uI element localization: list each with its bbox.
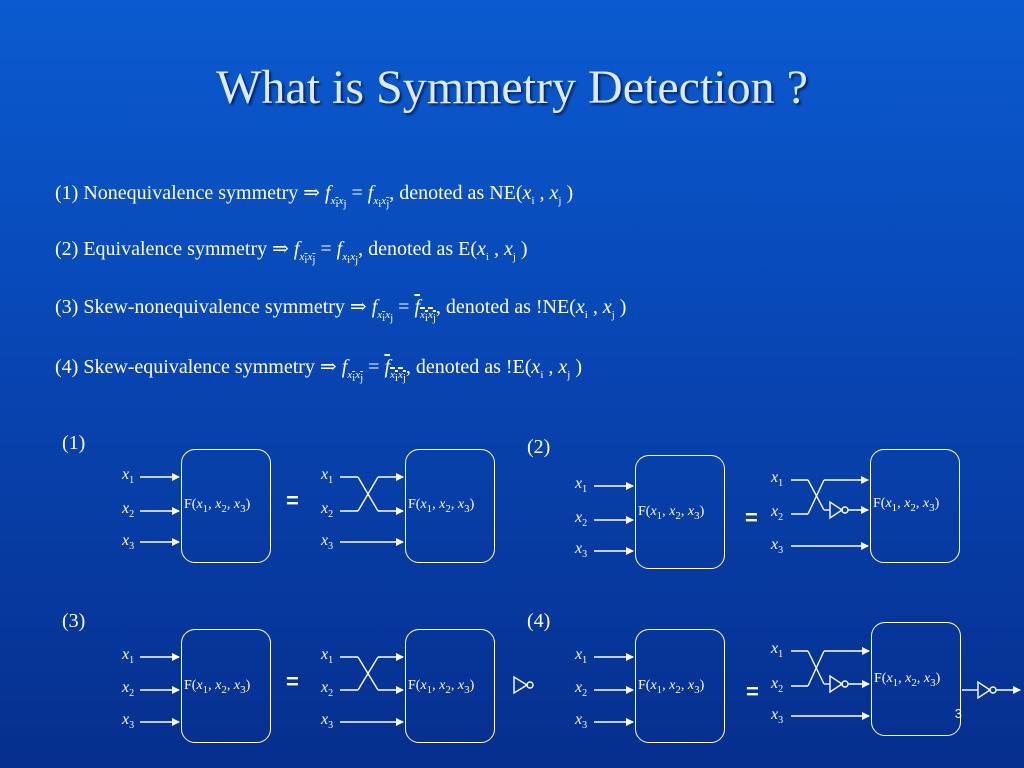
function-label: F(x1, x2, x3) bbox=[408, 678, 475, 696]
panel-label-4: (4) bbox=[527, 610, 551, 632]
implies-symbol: ⇒ bbox=[303, 182, 321, 204]
input-label: x1 bbox=[122, 466, 135, 487]
equals-sign: = bbox=[286, 669, 299, 694]
panel-label-2: (2) bbox=[527, 436, 551, 458]
equals-sign: = bbox=[745, 505, 758, 530]
panel-label-3: (3) bbox=[62, 610, 86, 632]
input-label: x3 bbox=[321, 532, 334, 553]
function-block bbox=[635, 455, 725, 569]
input-label: x3 bbox=[122, 711, 135, 732]
input-label: x3 bbox=[575, 540, 588, 561]
definition-2: (2) Equivalence symmetry ⇒ fxixj = fxixj… bbox=[55, 238, 528, 267]
input-label: x2 bbox=[321, 500, 334, 521]
definition-4-suffix: , denoted as !E( bbox=[405, 356, 532, 378]
definition-3: (3) Skew-nonequivalence symmetry ⇒ fxixj… bbox=[55, 296, 627, 325]
definition-1-suffix: , denoted as NE( bbox=[389, 182, 523, 204]
function-label: F(x1, x2, x3) bbox=[184, 497, 251, 515]
function-block bbox=[181, 629, 271, 743]
definition-4-prefix: (4) Skew-equivalence symmetry bbox=[55, 356, 315, 378]
input-label: x2 bbox=[771, 503, 784, 524]
function-block bbox=[405, 449, 495, 563]
function-label: F(x1, x2, x3) bbox=[874, 671, 941, 689]
input-label: x1 bbox=[321, 466, 334, 487]
input-label: x3 bbox=[575, 711, 588, 732]
input-label: x1 bbox=[771, 640, 784, 661]
page-number: 3 bbox=[954, 706, 962, 721]
function-label: F(x1, x2, x3) bbox=[184, 678, 251, 696]
input-label: x3 bbox=[771, 706, 784, 727]
equals-sign: = bbox=[286, 488, 299, 513]
input-label: x2 bbox=[771, 675, 784, 696]
input-label: x2 bbox=[122, 500, 135, 521]
input-label: x1 bbox=[575, 646, 588, 667]
input-label: x3 bbox=[122, 532, 135, 553]
definition-4: (4) Skew-equivalence symmetry ⇒ fxixj = … bbox=[55, 356, 582, 385]
function-label: F(x1, x2, x3) bbox=[408, 497, 475, 515]
slide-title: What is Symmetry Detection ? bbox=[216, 61, 808, 114]
input-label: x2 bbox=[122, 679, 135, 700]
input-label: x2 bbox=[575, 679, 588, 700]
definition-2-suffix: , denoted as E( bbox=[358, 238, 477, 260]
definition-2-prefix: (2) Equivalence symmetry bbox=[55, 238, 268, 260]
function-block bbox=[871, 622, 961, 736]
function-block bbox=[635, 629, 725, 743]
input-label: x1 bbox=[321, 646, 334, 667]
function-label: F(x1, x2, x3) bbox=[873, 496, 940, 514]
input-label: x2 bbox=[321, 679, 334, 700]
implies-symbol: ⇒ bbox=[272, 238, 289, 260]
input-label: x1 bbox=[771, 469, 784, 490]
input-label: x2 bbox=[575, 509, 588, 530]
implies-symbol: ⇒ bbox=[319, 356, 337, 378]
function-block bbox=[405, 629, 495, 743]
panel-label-1: (1) bbox=[62, 432, 86, 454]
input-label: x3 bbox=[771, 536, 784, 557]
definition-3-suffix: , denoted as !NE( bbox=[435, 296, 576, 318]
implies-symbol: ⇒ bbox=[349, 296, 367, 318]
definition-3-prefix: (3) Skew-nonequivalence symmetry bbox=[55, 296, 345, 318]
function-label: F(x1, x2, x3) bbox=[638, 678, 705, 696]
function-label: F(x1, x2, x3) bbox=[638, 504, 705, 522]
function-block bbox=[870, 449, 960, 563]
definition-1-prefix: (1) Nonequivalence symmetry bbox=[55, 182, 299, 204]
input-label: x3 bbox=[321, 711, 334, 732]
equals-sign: = bbox=[746, 679, 759, 704]
input-label: x1 bbox=[575, 475, 588, 496]
definition-1: (1) Nonequivalence symmetry ⇒ fxixj = fx… bbox=[55, 182, 574, 211]
function-block bbox=[181, 449, 271, 563]
input-label: x1 bbox=[122, 646, 135, 667]
